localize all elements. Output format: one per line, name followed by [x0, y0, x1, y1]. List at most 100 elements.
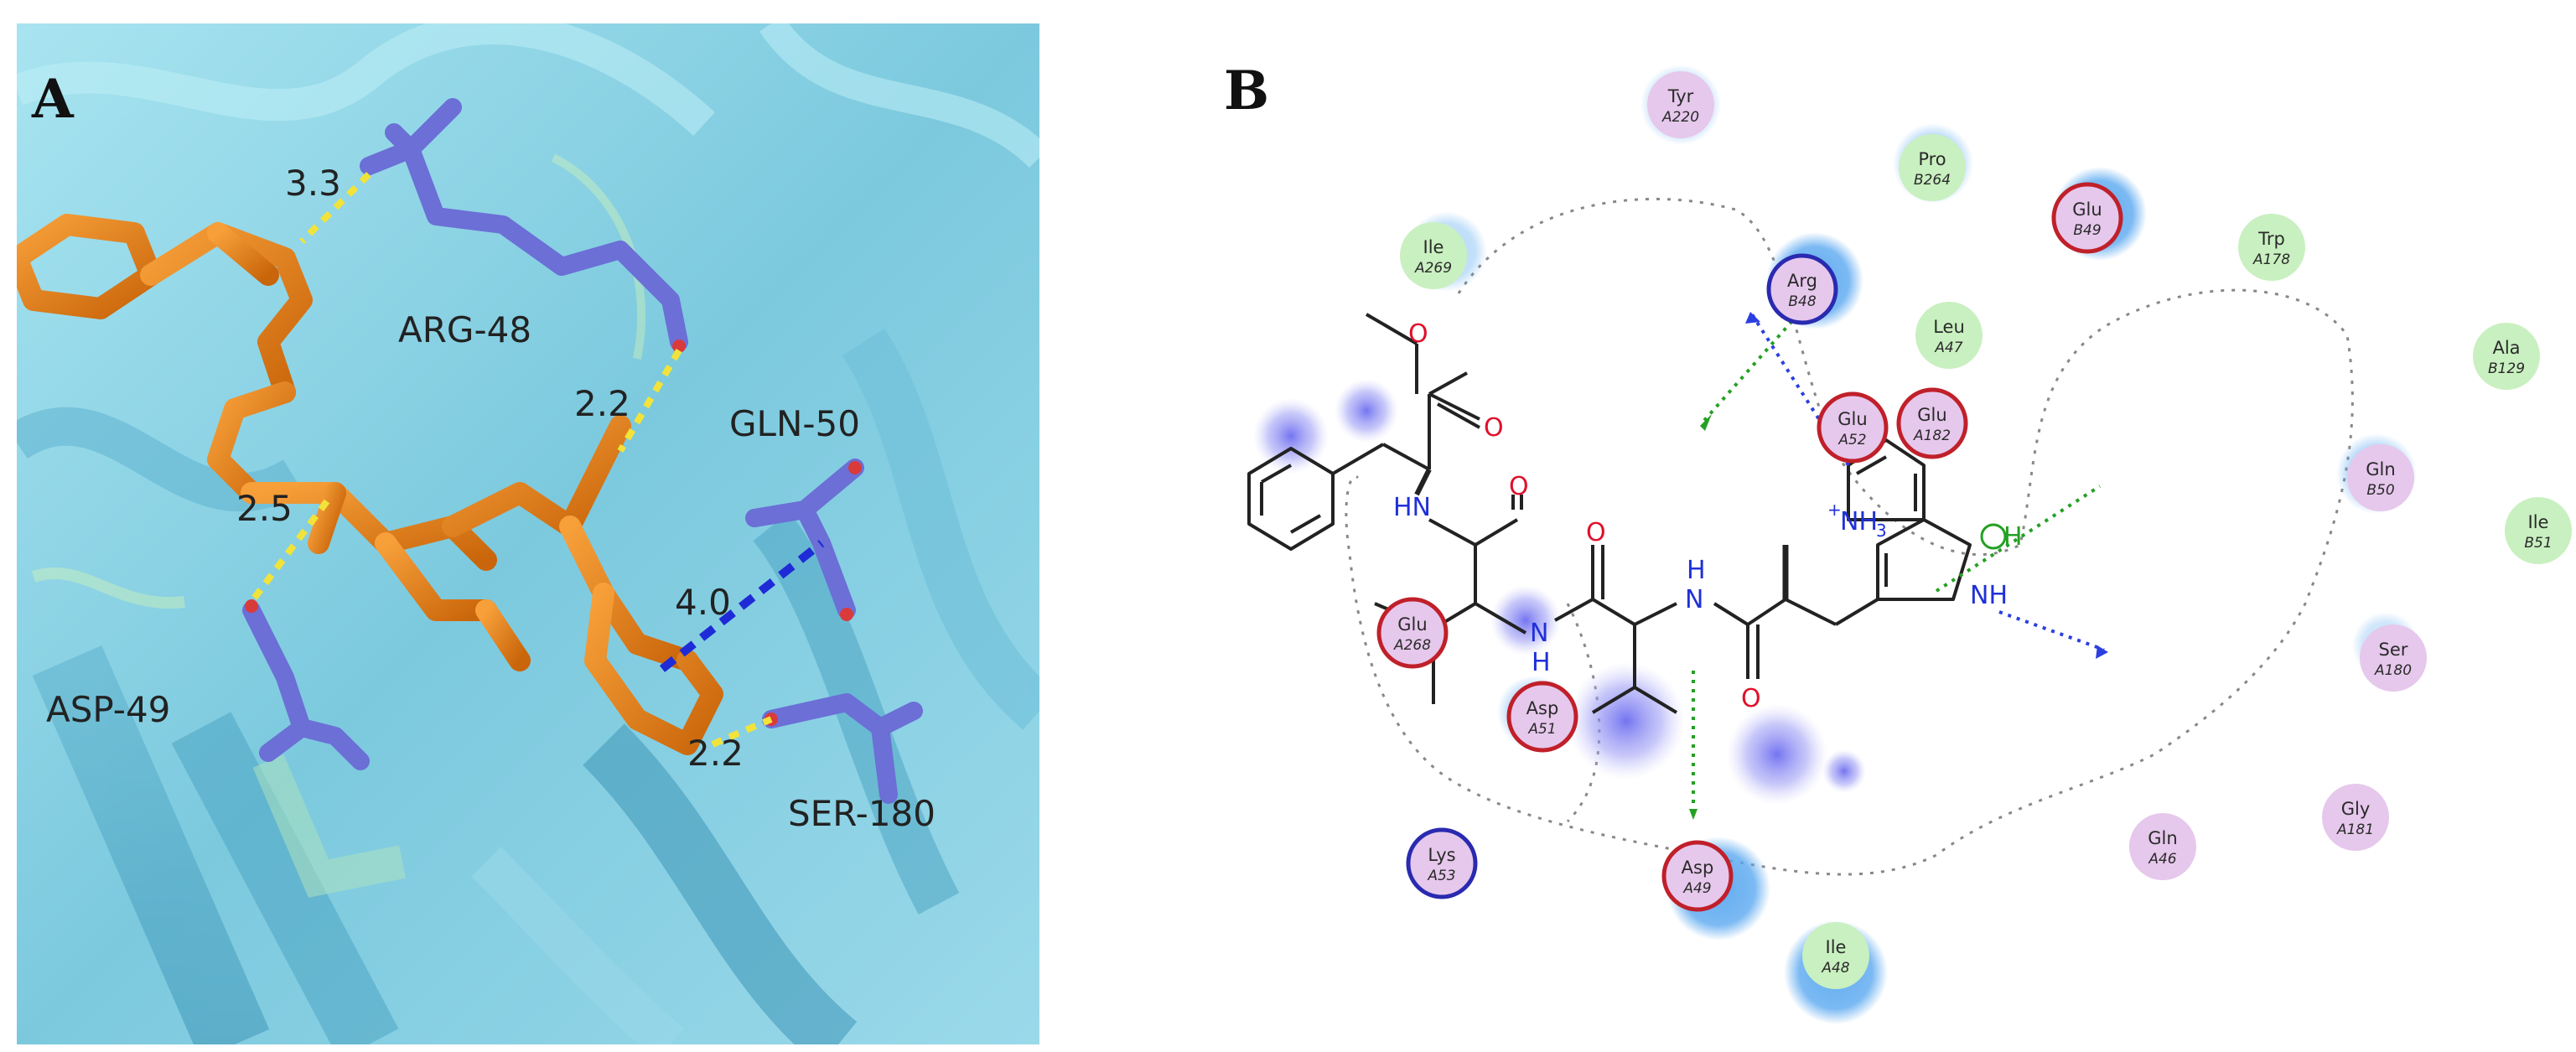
- panel-b-2d-map: B: [1098, 0, 2576, 1052]
- residue-name: Trp: [2257, 229, 2285, 249]
- panel-b-letter: B: [1224, 60, 1269, 122]
- distance-label: 4.0: [675, 582, 731, 623]
- atom-o-amide2: O: [1586, 518, 1606, 547]
- residue-number: A48: [1821, 960, 1849, 977]
- residue-disc: [2347, 444, 2414, 511]
- residue-disc: [1400, 222, 1467, 289]
- residue-number: B51: [2524, 535, 2552, 552]
- panel-b-canvas: B: [1224, 60, 2572, 1024]
- residue-name: Ile: [1826, 937, 1847, 957]
- distance-label: 2.5: [236, 488, 293, 529]
- residue-name: Glu: [1837, 409, 1867, 429]
- atom-nh-indole: NH: [1970, 581, 2008, 610]
- distance-label: 3.3: [285, 163, 341, 204]
- residue-name: Glu: [1917, 405, 1946, 425]
- solvent-blobs: [1253, 379, 1866, 805]
- residue-number: A268: [1393, 637, 1431, 654]
- residue-number: A182: [1913, 428, 1951, 444]
- atom-plus-charge: +: [1827, 500, 1842, 520]
- residue-name: Ile: [2528, 512, 2549, 532]
- residue-number: B48: [1788, 293, 1816, 310]
- pi-contact-dash: [659, 540, 825, 672]
- ligand-sticks: [17, 214, 723, 755]
- residue-number: A47: [1934, 339, 1962, 356]
- ser180-sticks: [762, 693, 923, 737]
- residue-number: A220: [1661, 109, 1699, 126]
- residue-name: Gln: [2148, 828, 2177, 848]
- atom-o-amide1: O: [1509, 472, 1529, 501]
- atom-o-amide3: O: [1741, 684, 1761, 713]
- residue-name: Arg: [1787, 271, 1817, 291]
- residue-label-asp49: ASP-49: [46, 689, 170, 730]
- hbond-arg48-ester: [1700, 313, 1800, 425]
- indole-five-ring: [1876, 518, 1972, 601]
- residue-disc: [1766, 253, 1838, 325]
- panel-a-3d-view: A 3.3 2.2 2.5 4.0 2.2 ARG-48 GLN-50 ASP-…: [17, 23, 1039, 1044]
- residue-disc: [1899, 134, 1966, 201]
- hbond-nh-ser180: [1998, 610, 2105, 651]
- residue-disc: [1406, 827, 1478, 899]
- atom-hn: HN: [1393, 493, 1431, 522]
- residue-name: Leu: [1933, 317, 1965, 337]
- residue-number: A51: [1527, 721, 1556, 738]
- panel-a-letter: A: [31, 68, 75, 131]
- residue-name: Tyr: [1667, 86, 1694, 106]
- atom-n-amide3: N: [1685, 585, 1703, 614]
- residue-number: A52: [1837, 432, 1866, 448]
- arrow-head-blue: [1745, 312, 1760, 324]
- atom-o-carbonyl: O: [1484, 413, 1504, 443]
- distance-label: 2.2: [574, 383, 630, 424]
- distance-label: 2.2: [687, 733, 744, 774]
- residue-sticks: [242, 98, 923, 804]
- residue-disc: [2360, 624, 2427, 692]
- protein-ribbons: [17, 23, 1039, 1044]
- atom-nh3-subscript: 3: [1876, 521, 1887, 541]
- hbond-dashes: [248, 172, 773, 748]
- residue-name: Pro: [1918, 149, 1946, 169]
- residue-number: A181: [2336, 821, 2374, 838]
- residue-disc: [2505, 497, 2572, 564]
- residue-number: A178: [2252, 251, 2290, 268]
- residue-disc: [1915, 302, 1983, 369]
- residue-number: A49: [1682, 880, 1711, 897]
- arg48-sticks: [360, 140, 688, 351]
- residue-name: Ile: [1423, 237, 1444, 257]
- residue-name: Gln: [2366, 459, 2395, 479]
- atom-n-amide2: N: [1530, 619, 1548, 648]
- residue-number: A180: [2374, 662, 2412, 679]
- atom-h-amide2: H: [1532, 648, 1551, 677]
- residue-disc: [1661, 840, 1734, 912]
- residue-name: Glu: [1397, 614, 1427, 635]
- gln50-sticks: [745, 500, 856, 619]
- residue-number: B49: [2073, 222, 2101, 239]
- residue-disc: [2051, 182, 2123, 254]
- residue-oxygens: [245, 339, 862, 726]
- residue-disc: [1506, 681, 1578, 753]
- residue-number: B264: [1914, 172, 1951, 189]
- residue-disc: [2129, 813, 2196, 880]
- pocket-outline: [1345, 198, 2354, 876]
- residue-name: Ala: [2492, 338, 2520, 358]
- aromatic-centroid-icon: [1980, 523, 2007, 550]
- residue-number: A46: [2148, 851, 2176, 868]
- arrow-heads: [1689, 414, 1712, 820]
- arrow-head-blue: [2096, 645, 2108, 659]
- residue-label-arg48: ARG-48: [398, 309, 531, 350]
- phenyl-ring: [1247, 447, 1335, 551]
